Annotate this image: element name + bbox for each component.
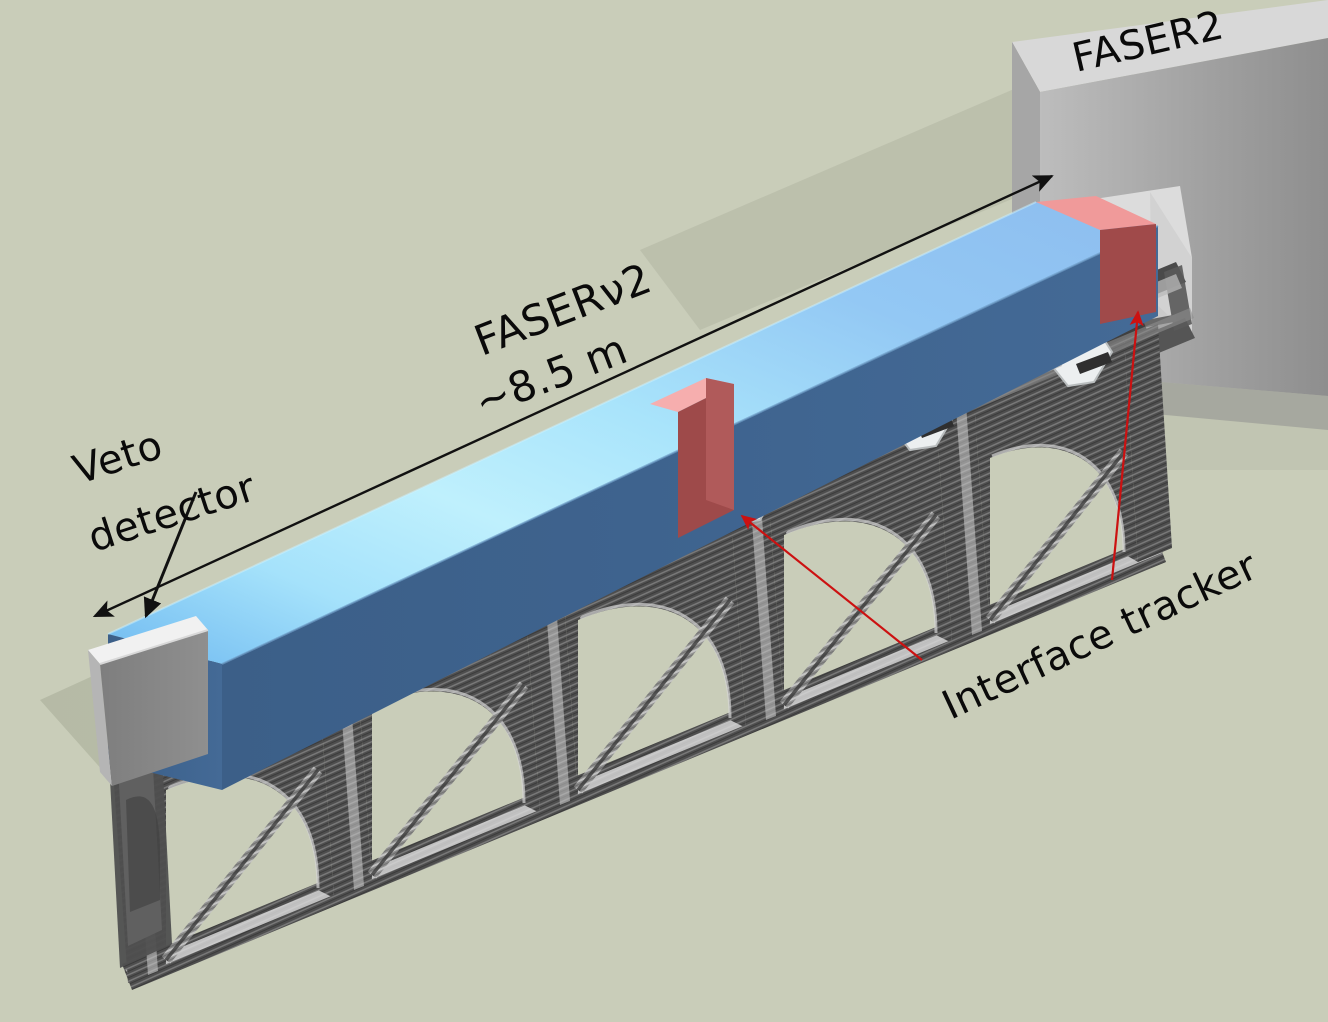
veto-detector-pointer-arrow	[143, 491, 198, 619]
length-dimension-double-arrow	[92, 174, 1054, 618]
interface-tracker-far	[1036, 196, 1156, 324]
interface-tracker-pointer-near	[740, 514, 923, 661]
truss-near-end	[108, 716, 172, 968]
interface-tracker-pointer-far	[1110, 310, 1144, 581]
annotation-arrows	[92, 174, 1144, 661]
veto-detector	[88, 616, 209, 786]
